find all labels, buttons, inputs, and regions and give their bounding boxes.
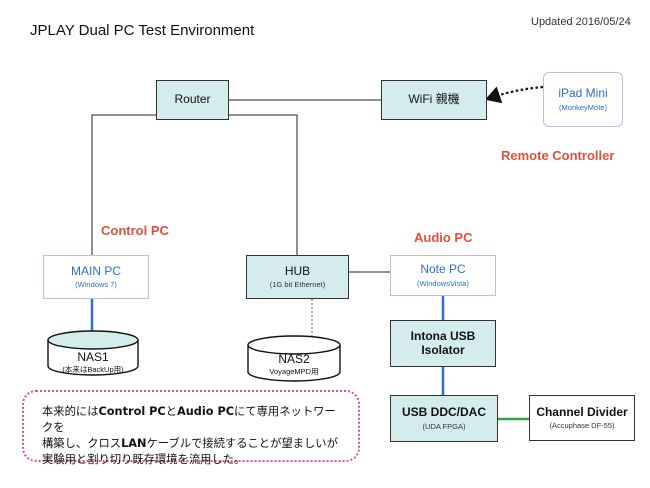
nas1-label: NAS1	[77, 350, 109, 364]
main-pc-node: MAIN PC (Windows 7)	[43, 255, 149, 299]
nas1-text: NAS1 (本来はBackUp用)	[48, 350, 138, 375]
ipad-node: iPad Mini (MonkeyMote)	[543, 72, 623, 127]
note-line-1: 本来的にはControl PCとAudio PCにて専用ネットワークを	[42, 404, 344, 436]
main-pc-label: MAIN PC	[70, 263, 121, 278]
note-text: 本来的には	[42, 405, 99, 418]
note-pc-label: Note PC	[420, 262, 466, 277]
nas1-sub: (本来はBackUp用)	[62, 365, 124, 374]
note-bold-audio-pc: Audio PC	[177, 405, 235, 418]
note-pc-sub: (WindowsVista)	[417, 278, 469, 288]
nas1-cylinder	[47, 330, 139, 376]
wire-router-hub	[220, 114, 298, 255]
main-pc-sub: (Windows 7)	[75, 280, 117, 290]
audio-pc-label: Audio PC	[414, 230, 473, 245]
remote-controller-label: Remote Controller	[501, 148, 615, 163]
note-bold-lan: LAN	[121, 437, 147, 450]
wire-router-mainpc	[91, 114, 163, 255]
channel-divider-sub: (Accuphase DF-55)	[549, 421, 615, 431]
note-text: と	[165, 405, 178, 418]
intona-node: Intona USB Isolator	[390, 320, 496, 367]
usb-dac-node: USB DDC/DAC (UDA FPGA)	[390, 395, 498, 442]
note-box: 本来的にはControl PCとAudio PCにて専用ネットワークを 構築し、…	[22, 390, 360, 466]
usb-dac-sub: (UDA FPGA)	[422, 421, 466, 431]
ipad-sub: (MonkeyMote)	[559, 102, 607, 112]
note-line-2: 構築し、クロスLANケーブルで接続することが望ましいが	[42, 436, 344, 452]
intona-label-2: Isolator	[421, 342, 465, 357]
router-label: Router	[174, 92, 211, 107]
channel-divider-label: Channel Divider	[536, 404, 628, 419]
note-bold-control-pc: Control PC	[98, 405, 166, 418]
note-text: ケーブルで接続することが望ましいが	[146, 437, 338, 450]
control-pc-label: Control PC	[101, 223, 169, 238]
note-text: 構築し、クロス	[42, 437, 122, 450]
nas2-cylinder	[247, 335, 341, 382]
note-line-3: 実験用と割り切り既存環境を流用した。	[42, 453, 246, 466]
nas2-text: NAS2 VoyageMPD用	[248, 352, 340, 377]
note-text: にて専用ネットワークを	[42, 405, 336, 434]
usb-dac-label: USB DDC/DAC	[402, 405, 486, 420]
nas2-sub: VoyageMPD用	[269, 367, 319, 376]
wire-ipad-wifi	[484, 85, 544, 104]
note-pc-node: Note PC (WindowsVista)	[390, 255, 496, 296]
page-title: JPLAY Dual PC Test Environment	[30, 22, 255, 39]
updated-date: Updated 2016/05/24	[531, 16, 631, 28]
hub-label: HUB	[284, 263, 311, 278]
hub-node: HUB (1G bit Ethernet)	[246, 255, 349, 299]
ipad-label: iPad Mini	[558, 86, 608, 101]
wifi-label: WiFi 親機	[408, 92, 460, 107]
intona-label-1: Intona USB	[410, 328, 476, 343]
hub-sub: (1G bit Ethernet)	[269, 280, 326, 290]
channel-divider-node: Channel Divider (Accuphase DF-55)	[529, 395, 635, 441]
nas2-label: NAS2	[278, 352, 310, 366]
wifi-node: WiFi 親機	[381, 80, 487, 120]
router-node: Router	[156, 80, 229, 120]
